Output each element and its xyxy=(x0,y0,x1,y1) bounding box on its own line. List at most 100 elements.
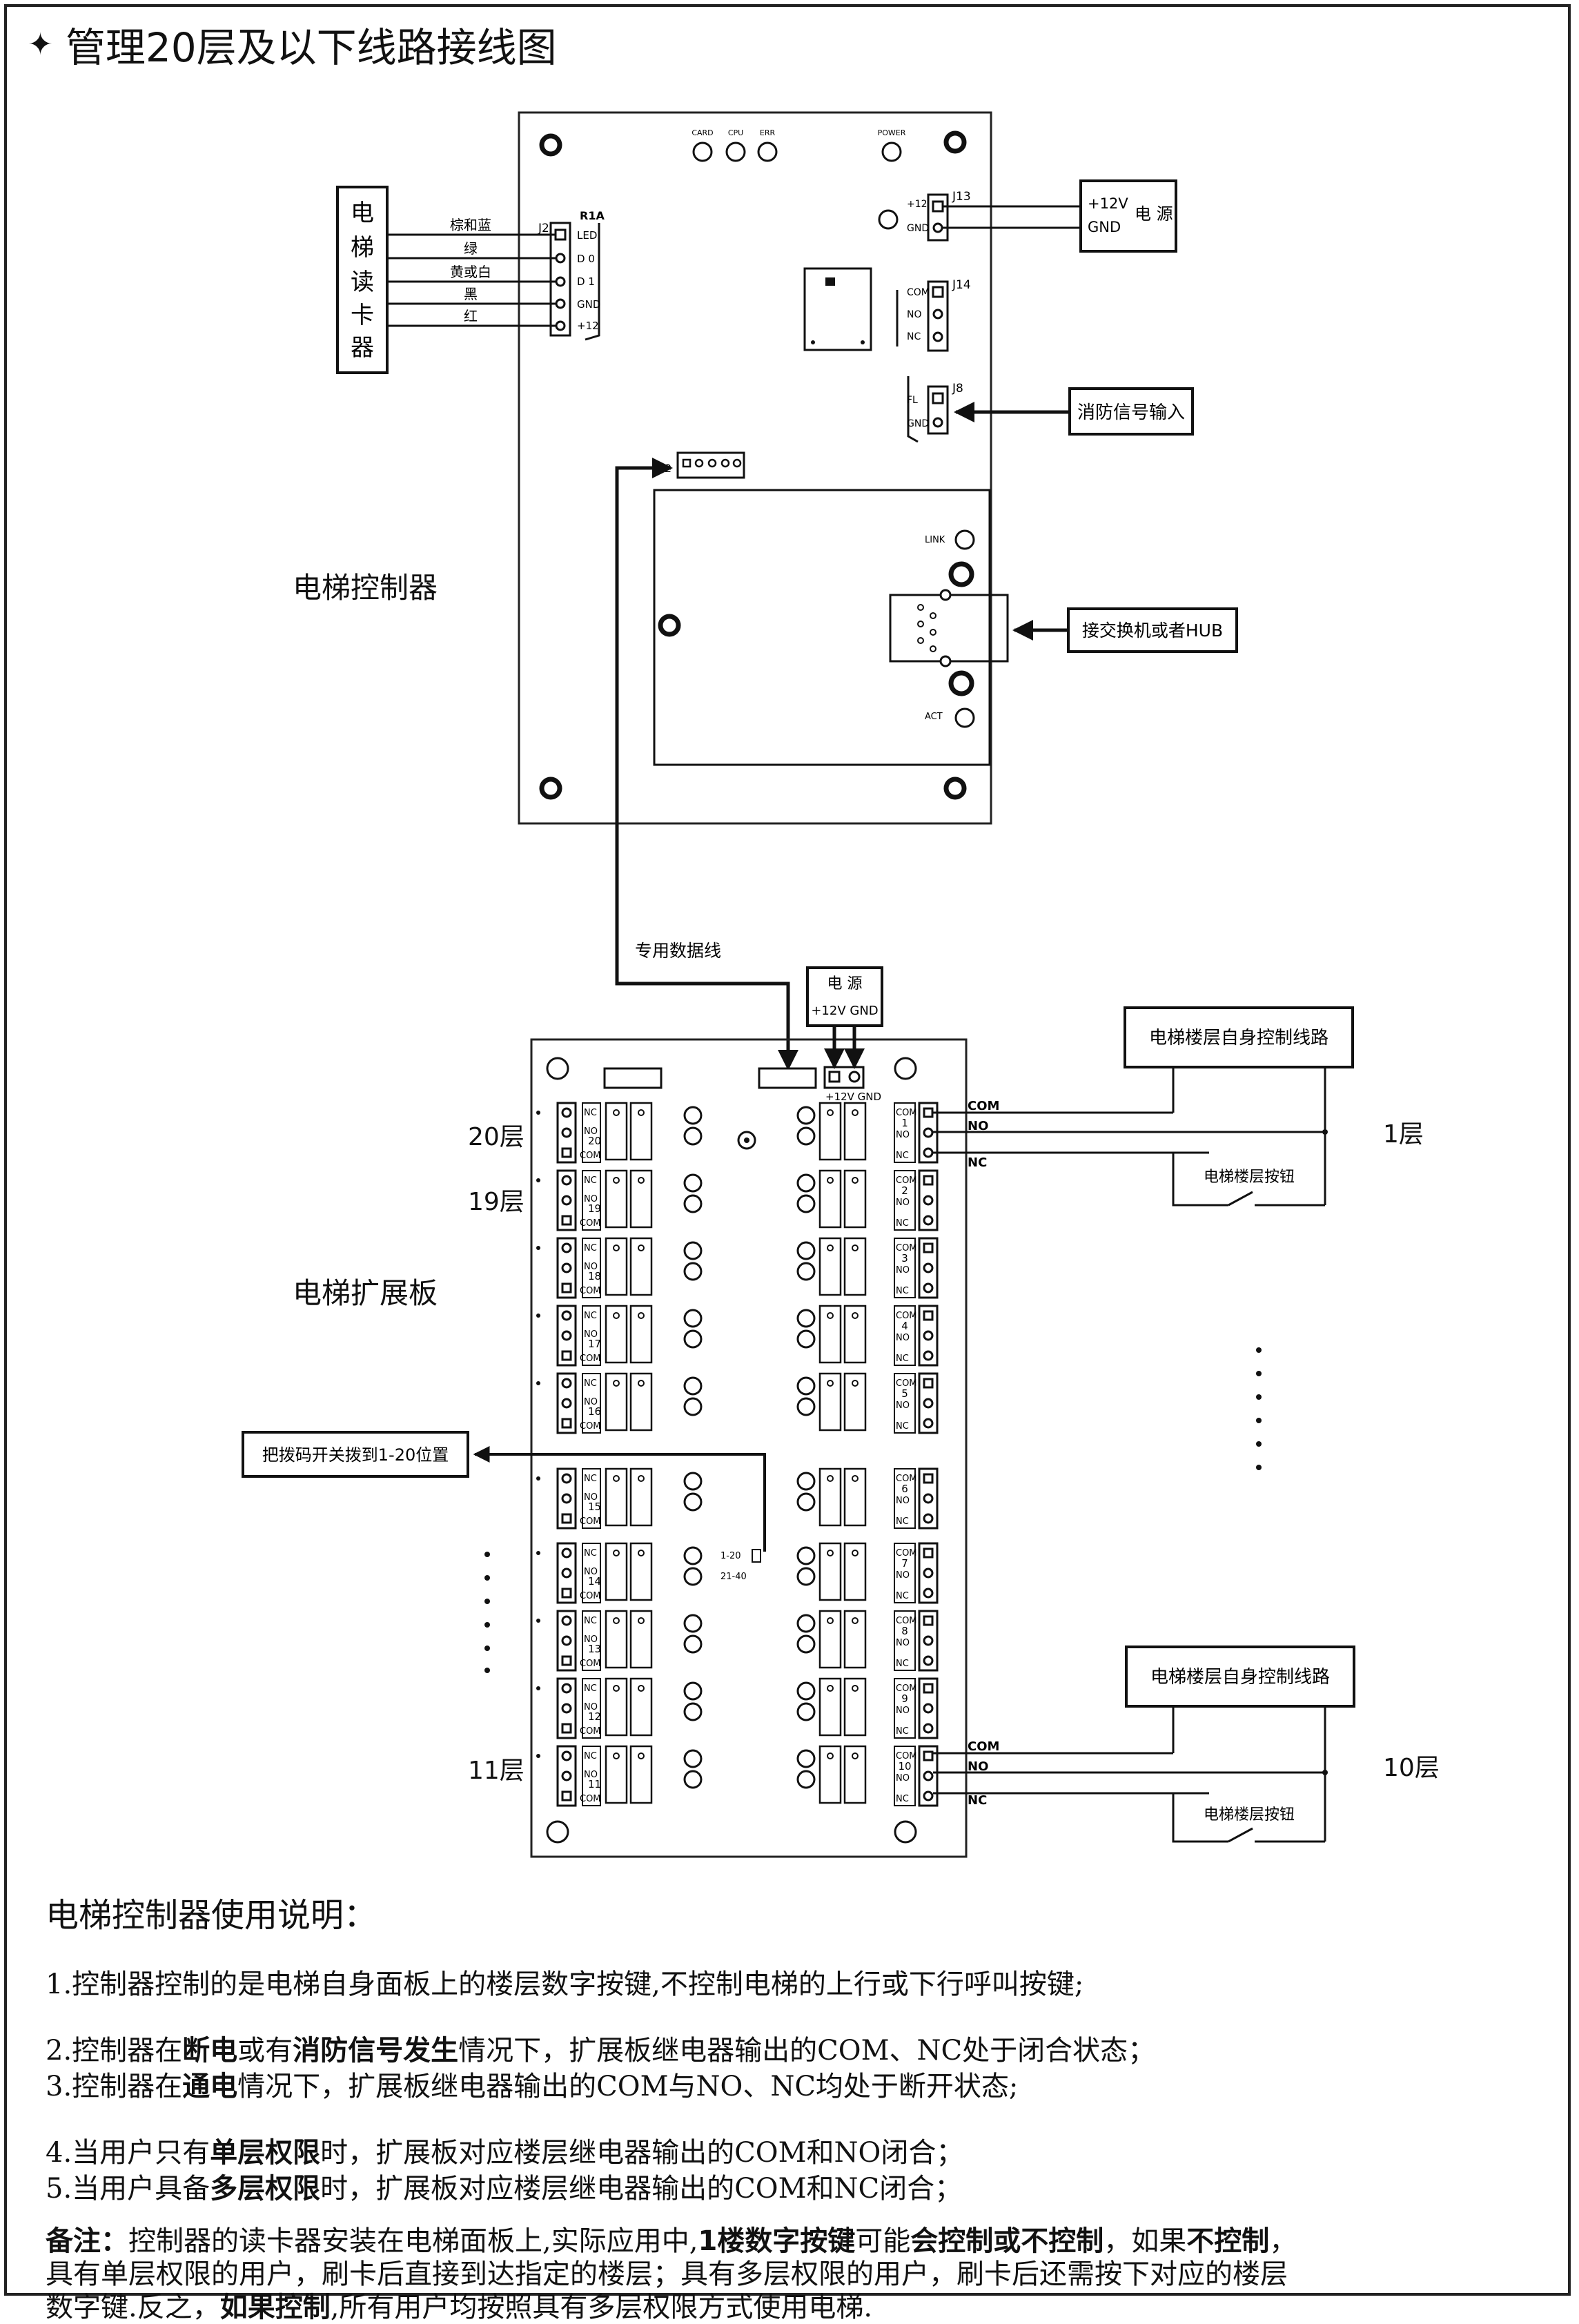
f1-wire-no: NO xyxy=(968,1119,988,1133)
relay-left-pin-com: COM xyxy=(580,1151,601,1161)
relay-right-floor-number: 4 xyxy=(901,1320,908,1332)
remark: 备注：控制器的读卡器安装在电梯面板上,实际应用中,1楼数字按键可能会控制或不控制… xyxy=(46,2225,1550,2324)
relay-right-pin-no: NO xyxy=(896,1638,910,1648)
relay-left-floor-number: 16 xyxy=(588,1405,601,1418)
switch-hub-label: 接交换机或者HUB xyxy=(1082,621,1223,641)
data-cable: 专用数据线 xyxy=(615,458,798,1071)
j13-pin-gnd: GND xyxy=(907,223,929,234)
relay-left-pin-no: NO xyxy=(584,1770,598,1780)
dip-option-1-20: 1-20 xyxy=(720,1551,741,1561)
wire-color-d1: 黄或白 xyxy=(450,264,491,280)
relay-left-pin-nc: NC xyxy=(584,1378,597,1389)
relay-right-pin-no: NO xyxy=(896,1198,910,1208)
fire-signal-input: 消防信号输入 xyxy=(954,387,1194,436)
relay-left-floor-number: 14 xyxy=(588,1575,601,1588)
relay-left-pin-com: COM xyxy=(580,1354,601,1364)
relay-right-pin-nc: NC xyxy=(896,1151,909,1161)
j13-pin-12: +12 xyxy=(907,199,928,210)
svg-text:器: 器 xyxy=(351,334,374,362)
led-power: POWER xyxy=(878,128,906,162)
relay-left-floor-number: 17 xyxy=(588,1338,601,1350)
page-frame xyxy=(4,4,1571,2296)
led-power-label: POWER xyxy=(878,128,906,137)
controller-label: 电梯控制器 xyxy=(293,571,438,605)
power-gnd-label: GND xyxy=(1088,219,1121,235)
dip-switch-label: 把拨码开关拨到1-20位置 xyxy=(262,1445,449,1465)
remark-line-1: 备注：控制器的读卡器安装在电梯面板上,实际应用中,1楼数字按键可能会控制或不控制… xyxy=(46,2225,1297,2257)
relay-right-pin-nc: NC xyxy=(896,1286,909,1296)
relay-right-pin-no: NO xyxy=(896,1130,910,1140)
relay-right-pin-com: COM xyxy=(896,1751,917,1761)
relay-right-pin-com: COM xyxy=(896,1548,917,1559)
reader-wires: 棕和蓝 绿 黄或白 黑 红 xyxy=(387,217,556,327)
card-reader-box xyxy=(336,186,389,374)
relay-left-pin-com: COM xyxy=(580,1516,601,1527)
relay-left-floor-number: 12 xyxy=(588,1710,601,1723)
relay-right-pin-no: NO xyxy=(896,1400,910,1411)
f1-self-control-label: 电梯楼层自身控制线路 xyxy=(1149,1028,1328,1048)
controller-board xyxy=(518,111,992,825)
floor-10-wiring: COM NO NC 电梯楼层自身控制线路 电梯楼层按钮 xyxy=(933,1646,1355,1843)
relay-right-floor-number: 9 xyxy=(901,1692,908,1705)
relay-left-floor-number: 11 xyxy=(588,1778,601,1790)
j2-pin-d1: D 1 xyxy=(577,275,595,288)
relay-left-floor-number: 18 xyxy=(588,1270,601,1282)
j2-label: J2 xyxy=(538,222,549,235)
f10-self-control-label: 电梯楼层自身控制线路 xyxy=(1150,1667,1330,1688)
relay-right-pin-nc: NC xyxy=(896,1726,909,1737)
j8-pin-fl: FL xyxy=(907,395,918,406)
j23-pins-label: +12V GND xyxy=(825,1091,881,1103)
relay-left-pin-com: COM xyxy=(580,1659,601,1669)
relay-right-pin-nc: NC xyxy=(896,1591,909,1601)
relay-right-floor-number: 3 xyxy=(901,1252,908,1264)
j13-connector: +12 GND J13 xyxy=(878,190,971,242)
relay-right-floor-number: 7 xyxy=(901,1557,908,1570)
ext-power-pins: +12V GND xyxy=(811,1004,878,1018)
expansion-mount-holes xyxy=(546,1057,917,1844)
j23-power-connector: +12V GND xyxy=(823,1066,881,1103)
ellipsis-dots xyxy=(484,1347,1262,1673)
relay-right-pin-com: COM xyxy=(896,1474,917,1484)
page-title: ✦ 管理20层及以下线路接线图 xyxy=(28,15,557,73)
led-cpu: CPU xyxy=(725,128,746,162)
note-2: 2.控制器在断电或有消防信号发生情况下，扩展板继电器输出的COM、NC处于闭合状… xyxy=(46,2035,1156,2067)
relay-right-floor-number: 1 xyxy=(901,1117,908,1129)
j14-pin-nc: NC xyxy=(907,331,921,342)
j8-label: J8 xyxy=(952,382,963,396)
svg-text:读: 读 xyxy=(351,268,374,296)
floor-11-label: 11层 xyxy=(468,1757,524,1785)
relay-right-pin-nc: NC xyxy=(896,1794,909,1804)
relay-right-floor-number: 8 xyxy=(901,1625,908,1637)
led-card-label: CARD xyxy=(692,128,713,137)
relay-left-floor-number: 20 xyxy=(588,1135,601,1147)
relay-left-pin-com: COM xyxy=(580,1726,601,1737)
relay-left-pin-nc: NC xyxy=(584,1474,597,1484)
j14-pin-com: COM xyxy=(907,287,930,298)
network-parts: LINK ACT xyxy=(658,529,1009,728)
j14-connector: COM NO NC J14 xyxy=(896,278,971,352)
relay-left-pin-com: COM xyxy=(580,1421,601,1432)
relay-right-pin-com: COM xyxy=(896,1243,917,1253)
floor-10-label: 10层 xyxy=(1383,1754,1440,1782)
f1-wire-nc: NC xyxy=(968,1155,987,1170)
power-supply: +12V GND 电 源 xyxy=(943,179,1177,253)
j8-pin-gnd: GND xyxy=(907,418,929,429)
relay-left-pin-nc: NC xyxy=(584,1751,597,1761)
relay-left-pin-com: COM xyxy=(580,1794,601,1804)
power-v-label: +12V xyxy=(1088,195,1128,212)
relay-left-pin-nc: NC xyxy=(584,1108,597,1118)
relay-left-floor-number: 15 xyxy=(588,1501,601,1513)
relay-left-pin-no: NO xyxy=(584,1634,598,1645)
relay-left-pin-no: NO xyxy=(584,1194,598,1204)
relay-left-pin-no: NO xyxy=(584,1126,598,1137)
relay-right-pin-no: NO xyxy=(896,1773,910,1784)
